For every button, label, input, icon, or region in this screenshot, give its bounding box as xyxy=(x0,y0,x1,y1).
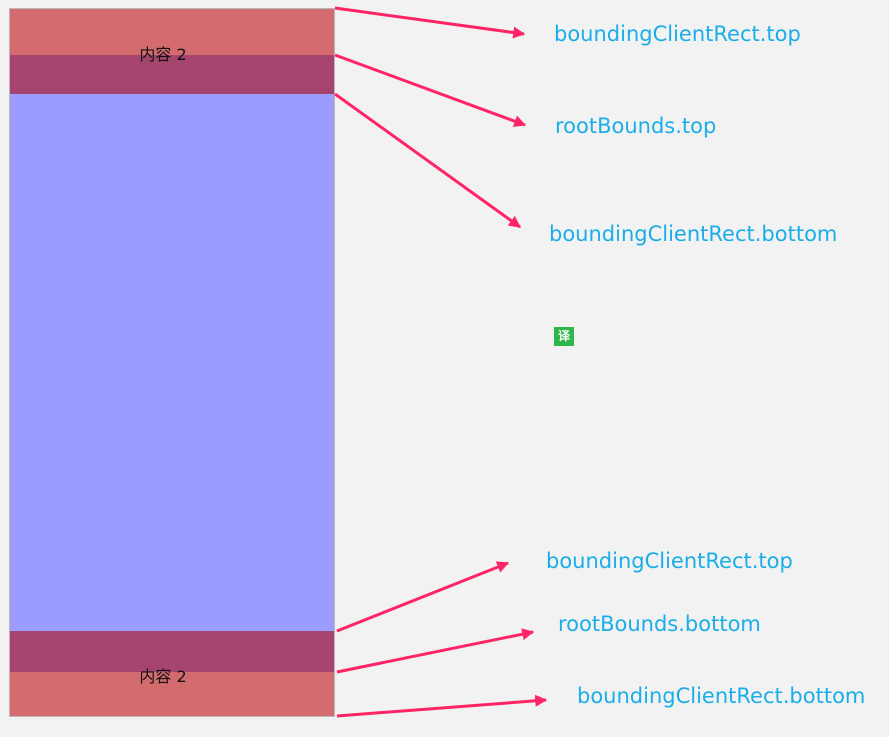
top-content-label: 内容 2 xyxy=(139,45,187,64)
translate-icon[interactable]: 译 xyxy=(554,327,574,346)
annotation-bounding-bottom-2: boundingClientRect.bottom xyxy=(577,684,866,708)
bottom-content-label: 内容 2 xyxy=(139,667,187,686)
annotation-bounding-bottom-1: boundingClientRect.bottom xyxy=(549,222,838,246)
arrow-bounding-top-2 xyxy=(336,561,510,633)
bottom-target-element xyxy=(9,672,335,717)
top-target-element xyxy=(9,8,335,55)
annotation-bounding-top-1: boundingClientRect.top xyxy=(554,22,801,46)
top-intersection-region xyxy=(9,55,335,94)
arrow-root-top xyxy=(334,53,527,127)
arrow-root-bottom xyxy=(336,628,535,674)
arrow-bounding-top-1 xyxy=(334,6,526,39)
annotation-root-bottom: rootBounds.bottom xyxy=(558,612,761,636)
annotation-bounding-top-2: boundingClientRect.top xyxy=(546,549,793,573)
arrow-bounding-bottom-1 xyxy=(334,92,521,229)
arrow-bounding-bottom-2 xyxy=(336,694,548,718)
annotation-root-top: rootBounds.top xyxy=(555,114,717,138)
bottom-intersection-region xyxy=(9,631,335,672)
root-viewport-region xyxy=(9,94,335,631)
